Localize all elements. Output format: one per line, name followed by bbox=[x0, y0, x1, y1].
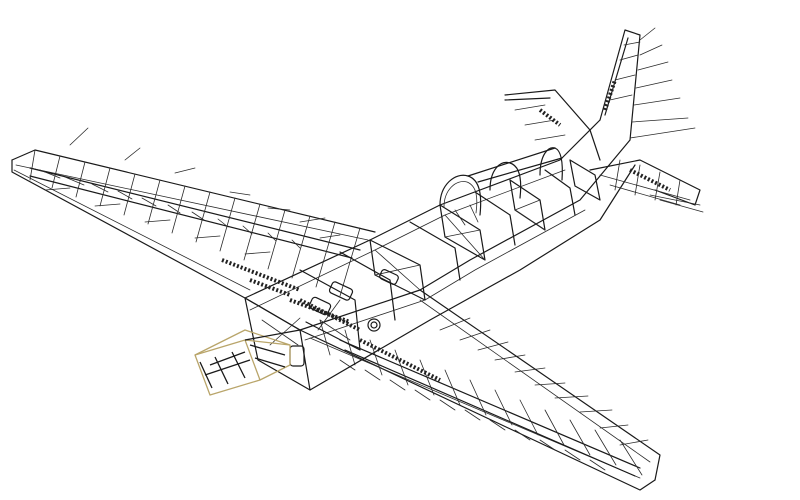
vertical-fin bbox=[599, 27, 696, 141]
left-wing-trailing-spikes bbox=[69, 127, 341, 239]
rudder-spikes bbox=[629, 27, 696, 139]
right-wing-trailing-edge bbox=[419, 289, 661, 481]
right-wing bbox=[299, 289, 661, 491]
fuselage-top-left bbox=[244, 119, 601, 299]
right-wing-leading-edge bbox=[299, 329, 656, 491]
fuselage-top-right bbox=[299, 139, 631, 331]
left-wing-ribs bbox=[29, 149, 361, 297]
right-wing-leading-spikes bbox=[439, 317, 649, 446]
canopy-frame bbox=[439, 147, 563, 226]
right-wing-ribs bbox=[319, 319, 643, 476]
left-wing-leading-edge bbox=[11, 149, 376, 233]
fuselage-formers bbox=[244, 159, 601, 391]
fuselage-bottom bbox=[309, 164, 636, 391]
fuselage-lightening-holes bbox=[289, 269, 399, 367]
right-wing-spar bbox=[359, 338, 441, 382]
left-wing-spar bbox=[221, 258, 301, 292]
fuselage bbox=[244, 119, 636, 391]
motor-box bbox=[194, 329, 301, 396]
left-wing bbox=[11, 127, 376, 331]
horizontal-stabilizer bbox=[504, 89, 704, 213]
